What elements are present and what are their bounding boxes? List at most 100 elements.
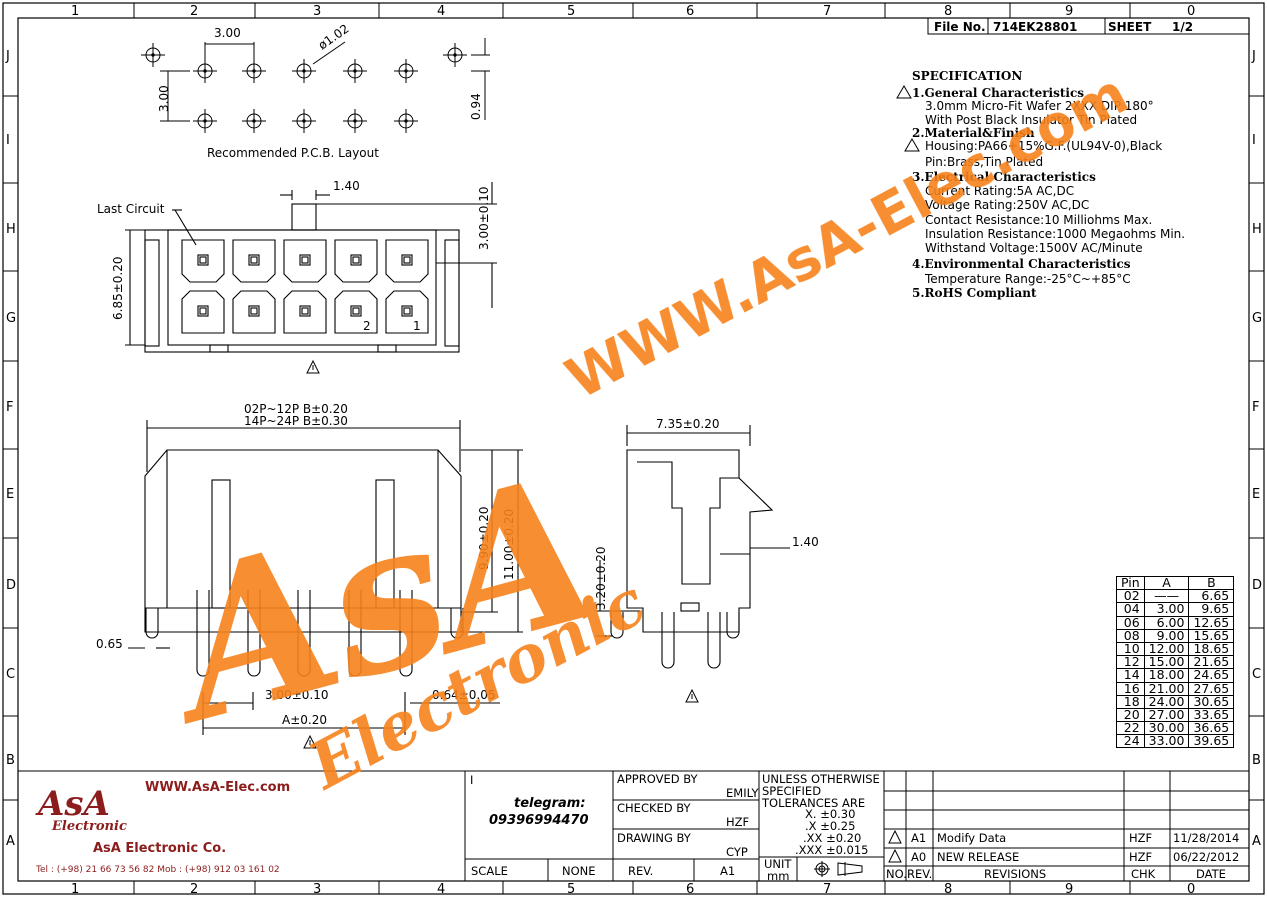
rev-hdr-rev: REV. bbox=[907, 867, 932, 881]
tol-3: .XX ±0.20 bbox=[803, 831, 861, 845]
zone-col-label: 7 bbox=[823, 4, 831, 19]
rev-hdr-chk: CHK bbox=[1131, 867, 1156, 881]
pcb-offset: 0.94 bbox=[469, 93, 483, 120]
pcb-hole bbox=[242, 59, 266, 83]
zone-row-label: J bbox=[5, 49, 10, 64]
scale-label: SCALE bbox=[471, 864, 508, 878]
rev-hdr-desc: REVISIONS bbox=[984, 867, 1046, 881]
tol-1: X. ±0.30 bbox=[805, 807, 855, 821]
unit-label: UNIT bbox=[764, 857, 792, 871]
tol-head-2: SPECIFIED bbox=[762, 784, 821, 798]
zone-col-label: 2 bbox=[190, 4, 198, 19]
zone-row-label: C bbox=[1252, 667, 1261, 682]
zone-col-label: 8 bbox=[944, 4, 952, 19]
zone-row-label: I bbox=[6, 133, 10, 148]
company-tel: Tel : (+98) 21 66 73 56 82 Mob : (+98) 9… bbox=[35, 865, 280, 875]
contact-cavity bbox=[283, 239, 327, 283]
zone-row-label: C bbox=[6, 667, 15, 682]
b-value-cell: 30.65 bbox=[1188, 694, 1235, 709]
zone-row-label: E bbox=[6, 487, 14, 502]
table-row: 02——6.65 bbox=[1116, 589, 1235, 604]
a-value-cell: 12.00 bbox=[1143, 641, 1190, 657]
pcb-hole bbox=[193, 59, 217, 83]
warning-icon bbox=[888, 848, 902, 863]
site-url: WWW.AsA-Elec.com bbox=[145, 780, 290, 795]
rev-hdr-no: NO. bbox=[886, 867, 907, 881]
zone-row-label: J bbox=[1251, 49, 1256, 64]
spec-s1-l1: 3.0mm Micro-Fit Wafer 2XXX DIP 180° bbox=[925, 99, 1154, 113]
rev-a0-no: A0 bbox=[911, 850, 926, 864]
contact-cavity bbox=[385, 290, 429, 334]
logo-sub: Electronic bbox=[51, 819, 127, 834]
rev-a0-chk: HZF bbox=[1129, 850, 1152, 864]
pcb-pitch: 3.00 bbox=[214, 26, 241, 40]
terminal-pin bbox=[196, 590, 210, 677]
rev-value: A1 bbox=[720, 864, 735, 878]
spec-s4-l1: Temperature Range:-25°C~+85°C bbox=[924, 272, 1131, 286]
terminal-pin bbox=[450, 608, 464, 639]
rev-a1-date: 11/28/2014 bbox=[1173, 831, 1239, 845]
rev-a1-no: A1 bbox=[911, 831, 926, 845]
logo-text: AsA bbox=[35, 784, 110, 824]
sheet-label: SHEET bbox=[1108, 20, 1152, 34]
zone-row-label: H bbox=[1252, 222, 1262, 237]
contact-cavity bbox=[232, 239, 276, 283]
contact-cavity bbox=[385, 239, 429, 283]
zone-row-label: B bbox=[1252, 753, 1261, 768]
company-logo: AsA Electronic bbox=[35, 784, 127, 834]
spec-s5-head: 5.RoHS Compliant bbox=[912, 286, 1037, 300]
terminal-pin bbox=[399, 590, 413, 677]
pcb-layout bbox=[141, 38, 490, 133]
zone-row-label: F bbox=[1252, 400, 1259, 415]
b-dim-2: 14P~24P B±0.30 bbox=[244, 414, 348, 428]
pcb-hole bbox=[141, 43, 165, 67]
pcb-caption: Recommended P.C.B. Layout bbox=[207, 146, 379, 160]
spec-s3-l4: Insulation Resistance:1000 Megaohms Min. bbox=[925, 227, 1185, 241]
contact-cavity bbox=[334, 290, 378, 334]
terminal-pin bbox=[348, 590, 362, 677]
zone-col-label: 1 bbox=[71, 4, 79, 19]
contact-cavity bbox=[181, 290, 225, 334]
side-h1: 9.90±0.20 bbox=[477, 507, 491, 571]
pcb-hole bbox=[394, 109, 418, 133]
zone-row-label: G bbox=[6, 311, 16, 326]
end-post: 1.40 bbox=[792, 535, 819, 549]
side-view bbox=[128, 420, 523, 735]
rev-hdr-date: DATE bbox=[1196, 867, 1226, 881]
zone-col-label: 2 bbox=[190, 882, 198, 897]
pin-count-cell: 20 bbox=[1116, 707, 1145, 723]
zone-row-label: G bbox=[1252, 311, 1262, 326]
spec-s4-head: 4.Environmental Characteristics bbox=[912, 257, 1131, 271]
pin-count-cell: 24 bbox=[1116, 734, 1145, 749]
post-width: 1.40 bbox=[333, 179, 360, 193]
contact-cavity bbox=[232, 290, 276, 334]
zone-col-label: 6 bbox=[686, 4, 694, 19]
a-dim: A±0.20 bbox=[282, 713, 327, 727]
zone-row-label: I bbox=[1252, 133, 1256, 148]
zone-col-label: 9 bbox=[1065, 882, 1073, 897]
pin-width-dim: 0.64±0.05 bbox=[432, 688, 496, 702]
tol-2: .X ±0.25 bbox=[805, 819, 855, 833]
contact-cavity bbox=[181, 239, 225, 283]
spec-s3-l3: Contact Resistance:10 Milliohms Max. bbox=[925, 213, 1152, 227]
telegram-label: telegram: bbox=[514, 796, 586, 811]
zone-row-label: E bbox=[1252, 487, 1260, 502]
approved-label: APPROVED BY bbox=[617, 772, 698, 786]
end-view bbox=[596, 425, 790, 669]
zone-col-label: 0 bbox=[1187, 882, 1195, 897]
file-no: 714EK28801 bbox=[993, 20, 1077, 34]
spec-s3-l1: Current Rating:5A AC,DC bbox=[925, 184, 1074, 198]
pcb-hole bbox=[292, 59, 316, 83]
spec-s3-l5: Withstand Voltage:1500V AC/Minute bbox=[925, 241, 1143, 255]
contact-cavity bbox=[334, 239, 378, 283]
telegram-no: 09396994470 bbox=[489, 813, 589, 828]
pcb-hole bbox=[292, 109, 316, 133]
front-view bbox=[125, 182, 497, 353]
